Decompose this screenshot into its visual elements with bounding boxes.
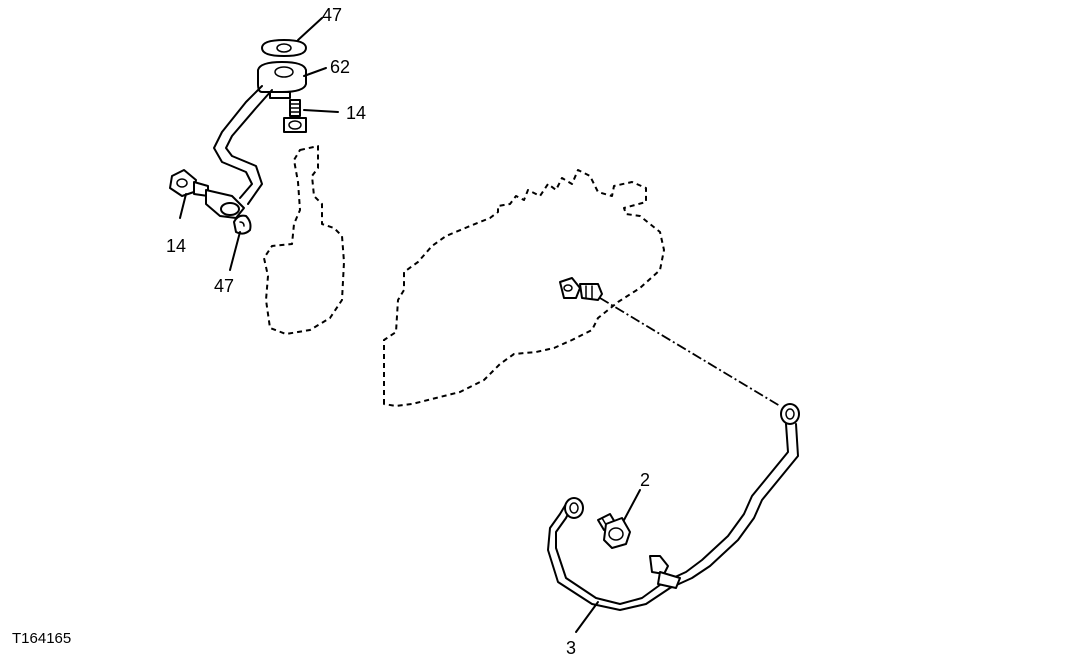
callout-gasket-left: 47 [214,276,234,296]
engine-block-outline [383,169,665,407]
tube-end-fitting-right [780,403,800,425]
bolt-left-part [169,169,209,197]
connection-line [599,297,781,407]
leader-bolt-top [303,109,339,113]
leader-fitting-top [303,67,327,77]
leader-tube [575,601,599,633]
fitting-part [257,61,307,99]
leader-gasket-left [229,231,241,271]
leader-plug [623,489,641,521]
callout-bolt-top: 14 [346,103,366,123]
tube-end-fitting-left [564,497,584,519]
oil-tube-upper [213,85,273,205]
figure-id: T164165 [12,630,71,647]
plug-part [597,513,631,549]
callout-gasket-top: 47 [322,5,342,25]
gasket-left-part [233,214,252,235]
engine-fitting [559,277,603,301]
callout-plug: 2 [640,470,650,490]
leader-bolt-left [179,193,187,219]
bolt-top-part [283,99,307,133]
tube-clip [649,555,681,589]
elbow-fitting [205,189,245,219]
component-outline-upper [263,145,345,335]
callout-bolt-left: 14 [166,236,186,256]
leader-gasket-top [297,17,323,41]
gasket-top-part [261,39,307,57]
callout-fitting-top: 62 [330,57,350,77]
callout-tube: 3 [566,638,576,656]
